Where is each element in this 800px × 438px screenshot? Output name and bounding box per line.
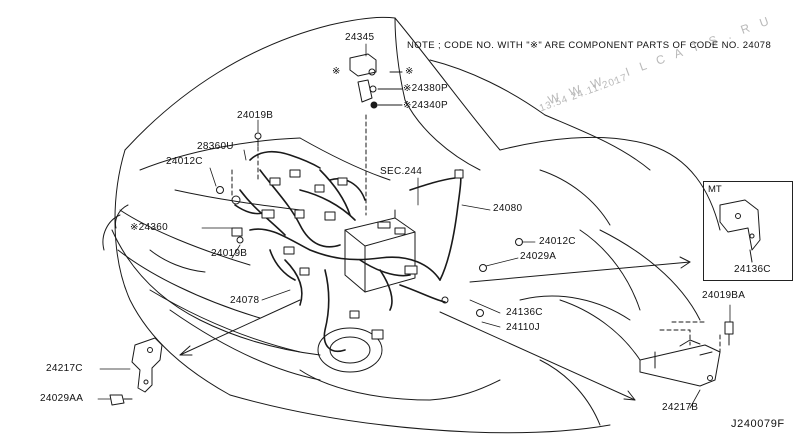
mt-detail-bracket-drawing — [719, 199, 761, 263]
mt-part-label-24136c[interactable]: 24136C — [734, 264, 771, 275]
part-label-24080[interactable]: 24080 — [493, 203, 523, 214]
part-label-24345[interactable]: 24345 — [345, 32, 375, 43]
part-label-24217c[interactable]: 24217C — [46, 363, 83, 374]
diagram-code: J240079F — [731, 418, 785, 430]
part-label-24019b-mid[interactable]: 24019B — [211, 248, 248, 259]
mt-detail-box: MT 24136C — [703, 181, 793, 281]
part-label-24012c-right[interactable]: 24012C — [539, 236, 576, 247]
part-label-24019b-top[interactable]: 24019B — [237, 110, 274, 121]
part-label-24012c-left[interactable]: 24012C — [166, 156, 203, 167]
part-label-28360u[interactable]: 28360U — [197, 141, 234, 152]
vehicle-body-outline — [102, 16, 721, 434]
part-label-24029aa[interactable]: 24029AA — [40, 393, 84, 404]
part-label-24136c[interactable]: 24136C — [506, 307, 543, 318]
component-mark-b: ※ — [405, 66, 414, 77]
bracket-24217b-drawing — [639, 321, 734, 387]
part-label-24360[interactable]: ※24360 — [130, 222, 168, 233]
relay-bracket-drawing — [349, 53, 403, 109]
part-label-24217b[interactable]: 24217B — [662, 402, 699, 413]
fastener-symbols — [216, 132, 523, 317]
part-label-24019ba[interactable]: 24019BA — [702, 290, 746, 301]
part-label-24340p[interactable]: ※24340P — [403, 100, 448, 111]
battery-drawing — [344, 209, 416, 293]
leader-lines — [97, 43, 731, 409]
part-label-sec-244[interactable]: SEC.244 — [380, 166, 423, 177]
component-note: NOTE ; CODE NO. WITH "※" ARE COMPONENT P… — [407, 40, 772, 51]
part-label-24110j[interactable]: 24110J — [506, 322, 540, 333]
detail-arrows — [179, 256, 691, 401]
part-label-24078[interactable]: 24078 — [230, 295, 260, 306]
part-label-24029a[interactable]: 24029A — [520, 251, 557, 262]
mt-detail-title: MT — [708, 184, 722, 195]
component-mark-a: ※ — [332, 66, 341, 77]
front-bumper-outline — [111, 229, 501, 401]
wiring-harness-drawing — [234, 150, 462, 352]
reference-dashed-lines — [231, 114, 721, 353]
part-label-24380p[interactable]: ※24380P — [403, 83, 448, 94]
bracket-24217c-drawing — [109, 337, 163, 406]
harness-connectors — [231, 169, 464, 340]
